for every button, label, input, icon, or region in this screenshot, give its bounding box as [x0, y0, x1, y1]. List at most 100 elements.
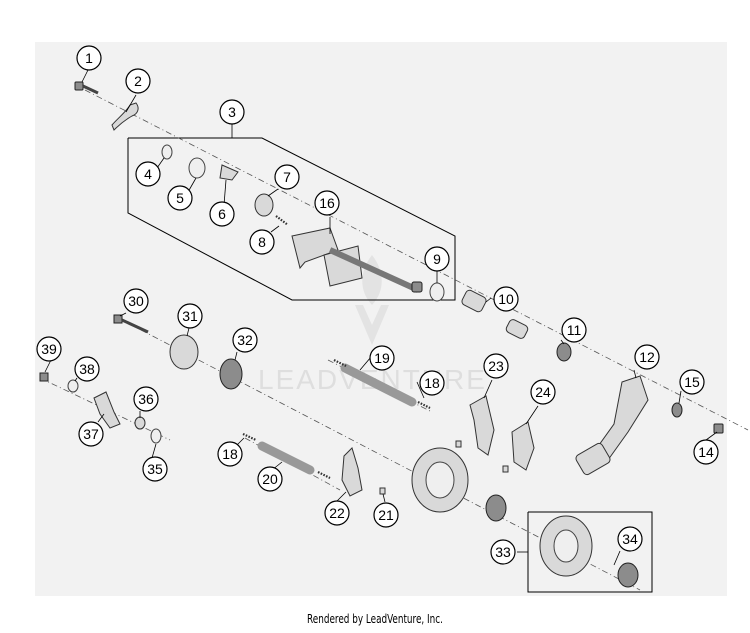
svg-text:2: 2	[134, 73, 142, 89]
svg-text:16: 16	[319, 195, 335, 211]
callout-31: 31	[177, 303, 203, 329]
leadventure-watermark: LEADVENTURE	[258, 255, 485, 395]
callout-36: 36	[133, 386, 159, 412]
svg-text:31: 31	[182, 308, 198, 324]
part-2-lever	[111, 102, 139, 131]
part-6-clip	[219, 164, 239, 181]
part-11-seal	[556, 342, 572, 362]
part-20-rod	[257, 441, 315, 475]
callout-18-lower: 18	[217, 441, 243, 467]
part-14-bolt	[713, 423, 724, 434]
callout-22: 22	[324, 500, 350, 526]
part-22-fork	[341, 447, 363, 497]
callout-21: 21	[373, 502, 399, 528]
part-fork-pin-a	[455, 440, 462, 448]
svg-text:15: 15	[684, 374, 700, 390]
callout-3: 3	[219, 99, 245, 125]
svg-text:8: 8	[258, 234, 266, 250]
part-18-spring-a	[333, 359, 347, 367]
part-7-ring	[254, 193, 274, 217]
part-1-bolt	[74, 81, 99, 95]
callout-33: 33	[490, 539, 516, 565]
callout-30: 30	[123, 288, 149, 314]
part-10-bushings	[461, 289, 529, 339]
part-4-circlip	[161, 144, 173, 160]
callout-20: 20	[257, 466, 283, 492]
part-5-washer	[188, 157, 206, 179]
callout-11: 11	[561, 317, 587, 343]
callout-6: 6	[209, 201, 235, 227]
svg-text:20: 20	[262, 471, 278, 487]
part-23-fork	[469, 395, 495, 456]
callout-18-upper: 18	[419, 370, 445, 396]
part-33-drum	[539, 515, 593, 577]
svg-text:37: 37	[83, 426, 99, 442]
part-21-pin	[379, 487, 386, 495]
callout-39: 39	[36, 336, 62, 362]
svg-text:4: 4	[144, 166, 152, 182]
svg-text:34: 34	[622, 531, 638, 547]
callout-8: 8	[249, 229, 275, 255]
svg-text:9: 9	[433, 251, 441, 267]
callout-32: 32	[232, 327, 258, 353]
callout-37: 37	[78, 421, 104, 447]
part-fork-pin-b	[502, 465, 509, 473]
part-34-bearing	[617, 562, 639, 588]
callout-23: 23	[483, 353, 509, 379]
svg-text:7: 7	[283, 169, 291, 185]
svg-text:24: 24	[535, 384, 551, 400]
callout-4: 4	[135, 161, 161, 187]
svg-text:18: 18	[424, 375, 440, 391]
assembly-box-33	[527, 511, 653, 593]
svg-text:18: 18	[222, 446, 238, 462]
part-30-bolt	[113, 314, 149, 334]
svg-text:19: 19	[374, 350, 390, 366]
part-36-roller	[134, 416, 146, 430]
svg-text:6: 6	[218, 206, 226, 222]
part-37-locking-lever	[93, 391, 121, 429]
shift-shaft-axis	[84, 89, 749, 431]
callout-38: 38	[74, 356, 100, 382]
detent-axis	[39, 377, 171, 441]
part-24-fork	[511, 421, 535, 471]
callout-15: 15	[679, 369, 705, 395]
svg-text:30: 30	[128, 293, 144, 309]
callout-2: 2	[125, 68, 151, 94]
svg-text:33: 33	[495, 544, 511, 560]
svg-text:22: 22	[329, 505, 345, 521]
callout-5: 5	[167, 185, 193, 211]
part-8-spring	[275, 215, 289, 226]
part-31-drum-locator	[169, 334, 199, 370]
svg-text:12: 12	[639, 349, 655, 365]
part-19-rod	[340, 363, 417, 407]
part-35-spring	[150, 428, 162, 444]
callout-19: 19	[369, 345, 395, 371]
callout-35: 35	[142, 456, 168, 482]
part-18-spring-b	[417, 401, 431, 409]
svg-text:23: 23	[488, 358, 504, 374]
svg-text:39: 39	[41, 341, 57, 357]
svg-text:38: 38	[79, 361, 95, 377]
footer-credit: Rendered by LeadVenture, Inc.	[307, 612, 443, 626]
svg-text:36: 36	[138, 391, 154, 407]
callout-16: 16	[314, 190, 340, 216]
callout-24: 24	[530, 379, 556, 405]
part-15-washer	[671, 402, 683, 418]
svg-text:21: 21	[378, 507, 394, 523]
svg-text:10: 10	[498, 291, 514, 307]
part-12-shift-pedal	[575, 375, 649, 476]
part-16-shift-shaft	[291, 227, 423, 293]
svg-text:5: 5	[176, 190, 184, 206]
part-18-spring-c	[242, 433, 257, 441]
callout-14: 14	[693, 439, 719, 465]
callout-9: 9	[424, 246, 450, 272]
part-38-washer	[67, 379, 79, 393]
part-shift-drum	[411, 447, 469, 513]
callout-10: 10	[493, 286, 519, 312]
callout-12: 12	[634, 344, 660, 370]
svg-text:35: 35	[147, 461, 163, 477]
svg-text:14: 14	[698, 444, 714, 460]
svg-text:1: 1	[85, 50, 93, 66]
part-32-bearing	[219, 358, 243, 390]
